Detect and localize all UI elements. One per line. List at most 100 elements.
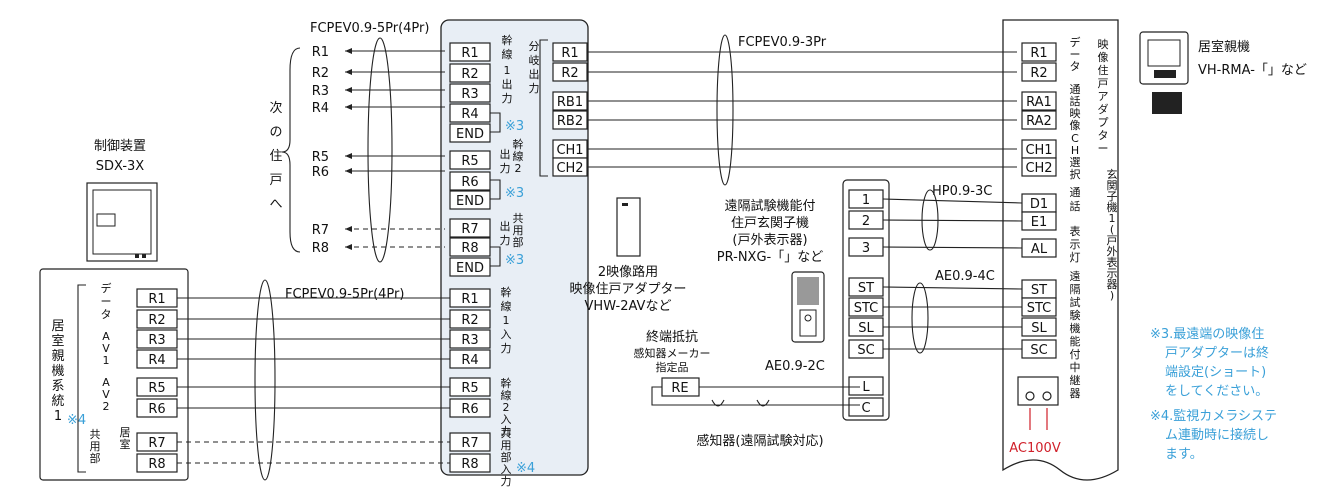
room-master-title: 居室親機 <box>1198 39 1250 55</box>
room-term-R2-1-label: R2 <box>148 313 165 328</box>
out-label-R5: R5 <box>312 150 329 165</box>
svg-text:1: 1 <box>54 409 62 424</box>
svg-text:室: 室 <box>51 333 64 349</box>
ra-term-R1-0 <box>1021 42 1057 62</box>
svg-text:親: 親 <box>51 349 64 364</box>
svg-text:示: 示 <box>1107 267 1118 280</box>
svg-text:次: 次 <box>269 100 282 116</box>
svg-text:映: 映 <box>1070 107 1081 120</box>
svg-text:部: 部 <box>513 235 524 249</box>
svg-text:入: 入 <box>501 463 512 476</box>
out-label-R4: R4 <box>312 101 329 116</box>
svg-text:示: 示 <box>1070 238 1081 251</box>
svg-text:ー: ー <box>1098 142 1109 155</box>
adapter-out-R3-2 <box>449 83 491 103</box>
adapter-right-CH1-label: CH1 <box>556 143 583 158</box>
ra-term-SL-11-label: SL <box>1031 321 1047 336</box>
dynamic-layer: 次の住戸へR1R2R3R4R5R6R7R8R1R2R3R4ENDR5R6ENDR… <box>51 33 1277 488</box>
svg-text:出: 出 <box>500 219 511 233</box>
adapter-in-R7-6-label: R7 <box>461 436 478 451</box>
ra-term-CH1-4-label: CH1 <box>1025 143 1052 158</box>
svg-text:継: 継 <box>1070 373 1081 387</box>
ac-outlet <box>1017 376 1059 406</box>
entrance-line3: (戸外表示器) <box>732 233 807 248</box>
grp-common-out-b: 出力 <box>500 219 511 247</box>
adapter-out-R7-8 <box>449 218 491 238</box>
svg-text:分: 分 <box>529 40 540 53</box>
svg-text:1: 1 <box>103 354 110 367</box>
svg-text:統: 統 <box>51 394 64 409</box>
relay-term-2-1-label: 2 <box>862 214 870 229</box>
svg-text:遠: 遠 <box>1070 270 1081 283</box>
note4-a: ※4 <box>516 461 535 476</box>
svg-text:デ: デ <box>101 281 112 295</box>
svg-text:H: H <box>1071 144 1079 157</box>
svg-text:ア: ア <box>1098 90 1109 103</box>
svg-text:機: 機 <box>51 364 64 379</box>
grp-main2-out-a: 幹線2 <box>513 137 524 175</box>
rs-grp-common-a: 居室 <box>120 426 131 451</box>
note3-text-2: 端設定(ショート) <box>1165 364 1266 380</box>
rs-grp-data: データ <box>101 281 112 321</box>
adapter-right-CH2-label: CH2 <box>556 161 583 176</box>
svg-text:幹: 幹 <box>501 376 512 390</box>
ra-term-E1-7-label: E1 <box>1031 215 1048 230</box>
svg-text:幹: 幹 <box>513 137 524 151</box>
svg-text:通: 通 <box>1070 83 1081 96</box>
svg-text:戸: 戸 <box>1107 234 1118 247</box>
cable-hp: HP0.9-3C <box>932 184 992 199</box>
ra-grp-talk: 通話 <box>1070 186 1081 213</box>
note3-text-1: 戸アダプターは終 <box>1165 345 1269 361</box>
svg-text:器: 器 <box>1070 387 1081 400</box>
adapter-device-line1: 2映像路用 <box>598 264 658 280</box>
entrance-line2: 住戸玄関子機 <box>731 216 809 231</box>
svg-text:試: 試 <box>1070 295 1081 309</box>
svg-text:用: 用 <box>90 440 101 453</box>
note3-c: ※3 <box>505 253 524 268</box>
grp-main1-out-b: 1出力 <box>502 64 513 105</box>
svg-text:1: 1 <box>503 314 510 327</box>
svg-text:V: V <box>102 342 110 355</box>
svg-text:中: 中 <box>1070 361 1081 374</box>
svg-text:): ) <box>1110 289 1114 302</box>
out-label-R2: R2 <box>312 66 329 81</box>
relay-term-ST-3-label: ST <box>858 281 874 296</box>
svg-text:部: 部 <box>501 450 512 464</box>
svg-text:力: 力 <box>500 162 511 175</box>
svg-text:系: 系 <box>51 379 64 394</box>
svg-text:択: 択 <box>1070 167 1081 181</box>
out-label-R1: R1 <box>312 45 329 60</box>
adapter-right-R1-label: R1 <box>561 46 578 61</box>
note4-text-2: ます。 <box>1165 447 1203 462</box>
adapter-out-END-7-label: END <box>456 194 484 209</box>
terminator-sub1: 感知器メーカー <box>634 346 711 360</box>
note3-b: ※3 <box>505 186 524 201</box>
relay-term-L-7-label: L <box>862 380 870 395</box>
svg-text:1: 1 <box>504 64 511 77</box>
svg-text:像: 像 <box>1098 51 1109 64</box>
ra-grp-data: データ <box>1070 35 1081 73</box>
note4-b: ※4 <box>67 413 86 428</box>
rs-grp-av2: AV2 <box>102 376 110 413</box>
adapter-out-END-4 <box>449 123 491 143</box>
cable-main-in: FCPEV0.9-5Pr(4Pr) <box>285 287 404 302</box>
adapter-right-R2-label: R2 <box>561 66 578 81</box>
note3-text-3: をしてください。 <box>1165 384 1268 399</box>
relay-term-C-8-label: C <box>861 401 870 416</box>
svg-text:線: 線 <box>501 299 512 313</box>
out-label-R6: R6 <box>312 165 329 180</box>
ra-term-RA2-3-label: RA2 <box>1026 114 1052 129</box>
adapter-out-R3-2-label: R3 <box>461 87 478 102</box>
ra-term-R2-1 <box>1021 62 1057 82</box>
svg-text:戸: 戸 <box>269 173 282 188</box>
room-term-R6-5-label: R6 <box>148 402 165 417</box>
svg-text:機: 機 <box>1070 321 1081 335</box>
terminator-title: 終端抵抗 <box>646 329 698 345</box>
